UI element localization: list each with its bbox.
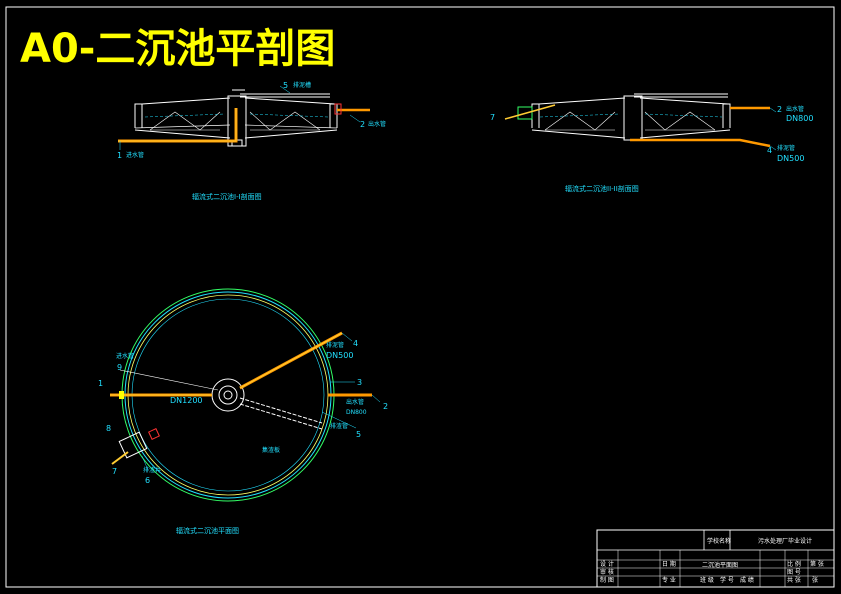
callout-number: 7 [112,467,117,476]
school-name: 学校名称 [707,537,731,545]
inner-note: 集渣板 [262,446,280,454]
callout-number: 4 [353,339,358,348]
callout-text: 出水管 [368,120,386,128]
drawing-frame [5,6,835,588]
pipe-size: DN800 [346,409,367,416]
callout-number: 2 [383,402,388,411]
pipe-size: DN500 [326,351,353,360]
tb-cell: 审 核 [600,568,614,576]
pipe-size: DN500 [777,154,804,163]
title-block: 学校名称 污水处理厂毕业设计 二沉池平面图 设 计 审 核 制 图 日 期 比 … [596,529,835,588]
section-right-caption: 辐流式二沉池II-II剖面图 [565,184,639,193]
callout-number: 2 [360,120,365,129]
callout-number: 6 [145,476,150,485]
callout-text: 出水管 [346,398,364,406]
section-left: 5 排泥槽 2 出水管 1 进水管 辐流式二沉池I-I剖面图 [117,81,386,201]
callout-number: 4 [767,146,772,155]
plan-caption: 辐流式二沉池平面图 [176,526,239,535]
callout-text: 排渣井 [143,466,161,474]
callout-number: 1 [117,151,122,160]
tb-cell: 学 号 [720,576,734,584]
callout-text: 排泥管 [326,341,344,349]
tb-cell: 日 期 [662,560,676,568]
tb-cell: 张 [812,576,818,584]
callout-number: 3 [357,378,362,387]
section-left-caption: 辐流式二沉池I-I剖面图 [192,192,262,201]
callout-number: 5 [283,81,288,90]
project-name: 污水处理厂毕业设计 [758,537,812,545]
callout-number: 5 [356,430,361,439]
callout-text: 排渣管 [330,422,348,430]
callout-number: 7 [490,113,495,122]
callout-number: 9 [117,363,122,372]
section-right: 7 2 出水管 DN800 4 排泥管 DN500 辐流式二沉池II-II剖面图 [490,93,813,193]
inlet-size: DN1200 [170,396,203,405]
tb-cell: 制 图 [600,576,614,584]
tb-cell: 第 张 [810,560,824,568]
callout-number: 8 [106,424,111,433]
callout-text: 排泥槽 [293,81,311,89]
plan-view: 4 排泥管 DN500 9 进水管 1 3 2 出水管 DN800 5 排渣管 … [98,288,388,535]
callout-text: 进水管 [126,151,144,159]
tb-cell: 专 业 [662,576,676,584]
pipe-size: DN800 [786,114,813,123]
drawing-title: A0-二沉池平剖图 [20,26,335,72]
callout-number: 1 [98,379,103,388]
callout-text: 进水管 [116,352,134,360]
callout-text: 出水管 [786,105,804,113]
tb-cell: 成 绩 [740,576,754,584]
tb-cell: 图 号 [787,569,801,576]
tb-cell: 比 例 [787,560,801,568]
tb-cell: 设 计 [600,560,614,568]
tb-cell: 班 级 [700,576,714,584]
tb-cell: 共 张 [787,576,801,584]
callout-number: 2 [777,105,782,114]
callout-text: 排泥管 [777,144,795,152]
drawing-name: 二沉池平面图 [702,561,738,569]
